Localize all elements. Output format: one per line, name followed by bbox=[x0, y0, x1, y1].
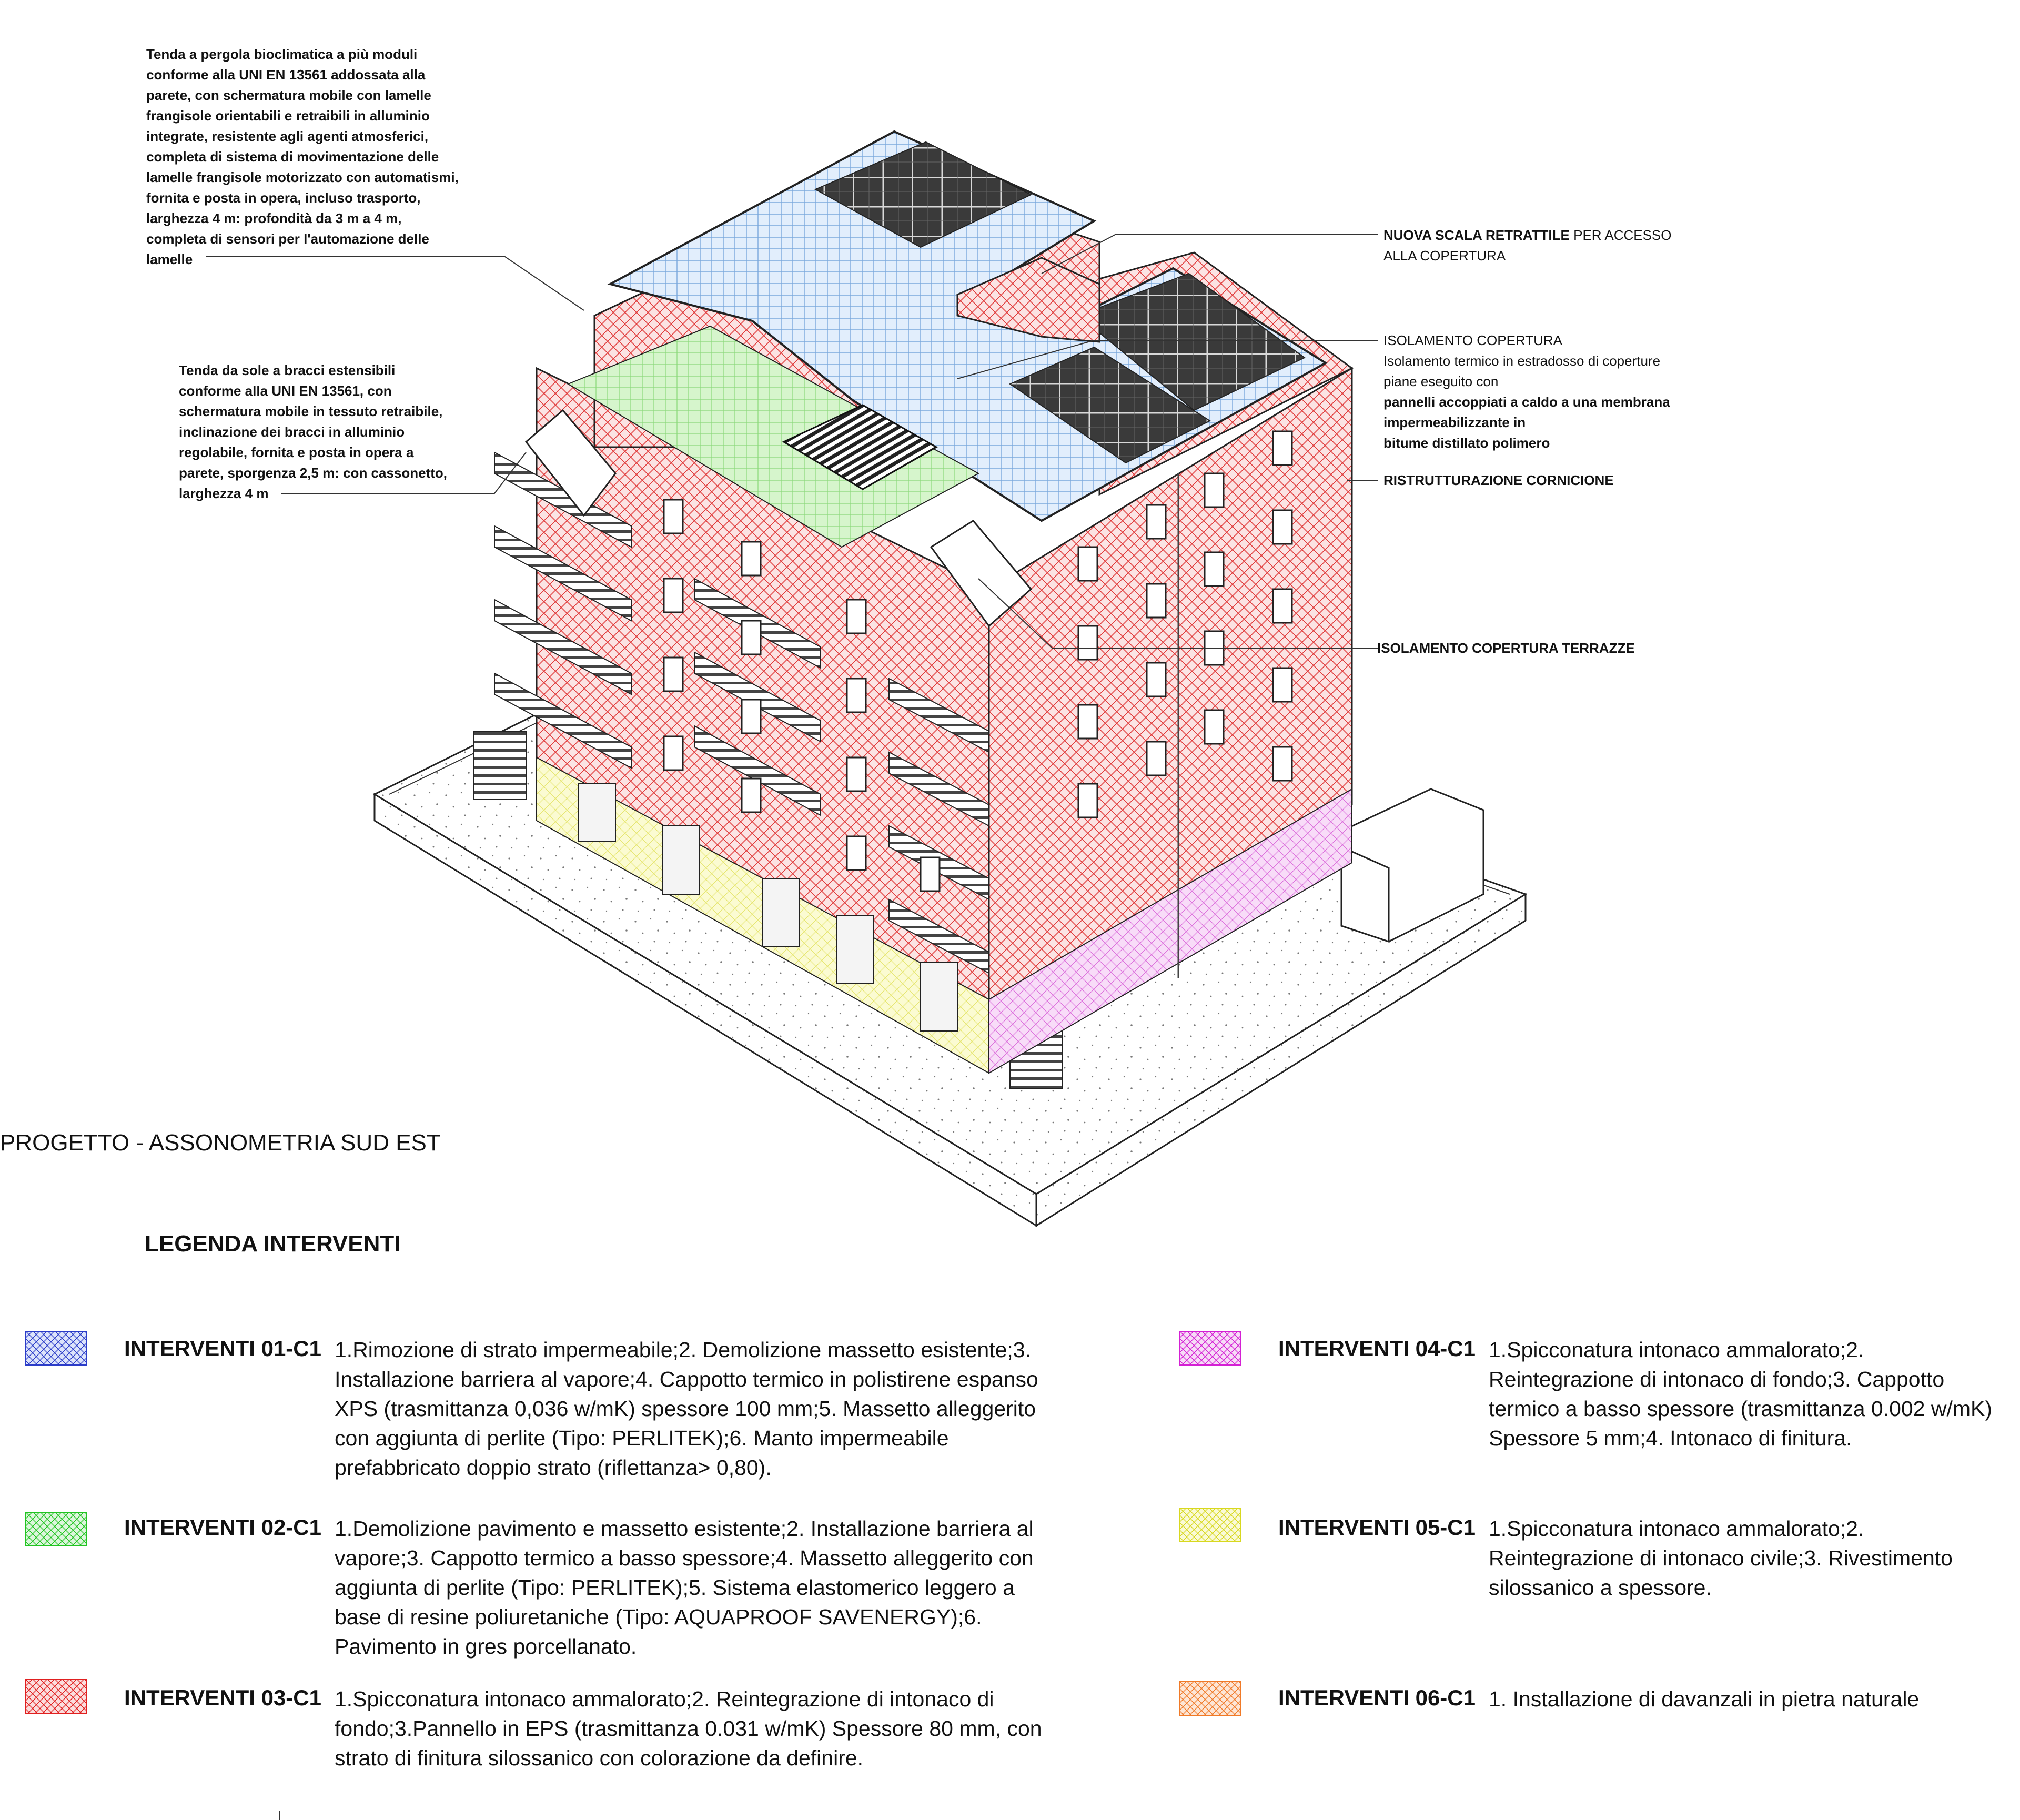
legend-code-05: INTERVENTI 05-C1 bbox=[1278, 1515, 1476, 1540]
awning-annotation: Tenda da sole a bracci estensibili confo… bbox=[179, 362, 448, 501]
legend-swatch-02 bbox=[25, 1512, 87, 1546]
terrace-insulation-annotation: ISOLAMENTO COPERTURA TERRAZZE bbox=[1377, 640, 1635, 656]
annex-right bbox=[1340, 788, 1484, 943]
legend-code-02: INTERVENTI 02-C1 bbox=[124, 1515, 321, 1540]
legend-swatch-06 bbox=[1179, 1681, 1241, 1716]
stair-annotation-line2: ALLA COPERTURA bbox=[1383, 248, 1506, 264]
legend-desc-06: 1. Installazione di davanzali in pietra … bbox=[1489, 1687, 1920, 1711]
legend-desc-01: 1.Rimozione di strato impermeabile;2. De… bbox=[335, 1338, 1038, 1480]
stair-annotation-bold: NUOVA SCALA RETRATTILE bbox=[1383, 227, 1570, 243]
legend-desc-04: 1.Spicconatura intonaco ammalorato;2. Re… bbox=[1489, 1338, 1993, 1450]
left-facade bbox=[473, 367, 1063, 1089]
roof-insulation-bold: pannelli accoppiati a caldo a una membra… bbox=[1383, 394, 1670, 451]
stair-annotation: NUOVA SCALA RETRATTILE PER ACCESSO ALLA C… bbox=[1383, 225, 1762, 266]
leader-lines bbox=[206, 234, 1378, 649]
legend-swatch-01 bbox=[25, 1331, 87, 1366]
pergola-annotation: Tenda a pergola bioclimatica a più modul… bbox=[146, 46, 459, 267]
legend-code-04: INTERVENTI 04-C1 bbox=[1278, 1336, 1476, 1361]
legend-code-01: INTERVENTI 01-C1 bbox=[124, 1336, 321, 1361]
view-title: PROGETTO - ASSONOMETRIA SUD EST bbox=[0, 1130, 441, 1156]
legend-code-06: INTERVENTI 06-C1 bbox=[1278, 1685, 1476, 1710]
top-floor bbox=[524, 130, 1354, 628]
legend-title: LEGENDA INTERVENTI bbox=[145, 1231, 401, 1257]
cornice-annotation: RISTRUTTURAZIONE CORNICIONE bbox=[1383, 472, 1614, 488]
roof-insulation-text: Isolamento termico in estradosso di cope… bbox=[1383, 353, 1661, 389]
stair-annotation-rest: PER ACCESSO bbox=[1569, 227, 1672, 243]
roof-insulation-title: ISOLAMENTO COPERTURA bbox=[1383, 332, 1562, 348]
legend-code-03: INTERVENTI 03-C1 bbox=[124, 1685, 321, 1710]
legend-swatch-04 bbox=[1179, 1331, 1241, 1366]
legend-desc-02: 1.Demolizione pavimento e massetto esist… bbox=[335, 1516, 1034, 1659]
legend-swatch-05 bbox=[1179, 1508, 1241, 1542]
legend-desc-05: 1.Spicconatura intonaco ammalorato;2. Re… bbox=[1489, 1516, 1953, 1600]
legend-swatch-03 bbox=[25, 1679, 87, 1714]
sheet-tick-mark bbox=[279, 1811, 280, 1820]
right-facade bbox=[988, 367, 1353, 1074]
legend-desc-03: 1.Spicconatura intonaco ammalorato;2. Re… bbox=[335, 1687, 1042, 1770]
